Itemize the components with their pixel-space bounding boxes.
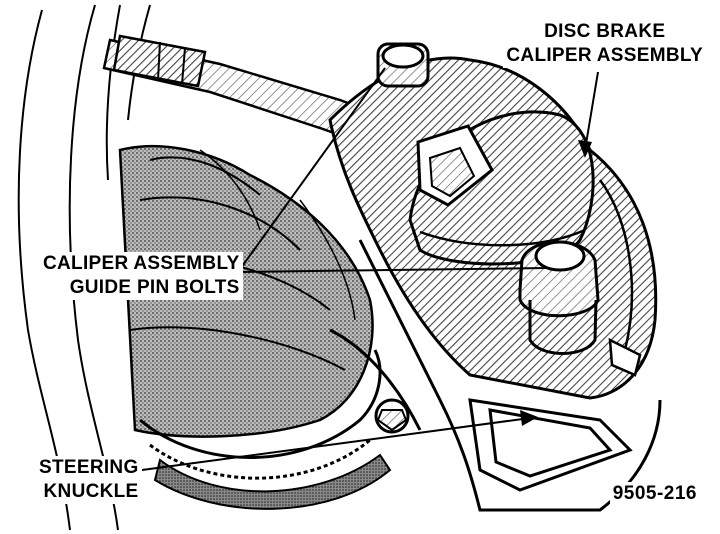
figure-number-text: 9505-216	[612, 483, 697, 504]
caliper-body	[328, 56, 658, 400]
hub-assembly	[139, 349, 410, 510]
disc-brake-caliper-label: DISC BRAKE CALIPER ASSEMBLY	[503, 20, 706, 68]
cv-boot	[118, 144, 374, 438]
arrowhead-knuckle	[520, 410, 538, 426]
lower-guide-pin-bolt	[518, 240, 600, 355]
guide-pin-bolts-label: CALIPER ASSEMBLY GUIDE PIN BOLTS	[40, 252, 243, 300]
knuckle-label-line1: STEERING	[39, 457, 139, 478]
disc-brake-label-line2: CALIPER ASSEMBLY	[506, 45, 703, 66]
steering-knuckle-shape	[329, 239, 662, 512]
steering-knuckle-label: STEERING KNUCKLE	[36, 456, 142, 504]
figure-number: 9505-216	[609, 482, 700, 506]
leader-lines	[141, 67, 599, 471]
arrowhead-caliper	[578, 140, 592, 158]
disc-brake-label-line1: DISC BRAKE	[544, 21, 666, 42]
guide-pin-label-line2: GUIDE PIN BOLTS	[69, 277, 240, 298]
guide-pin-label-line1: CALIPER ASSEMBLY	[43, 253, 240, 274]
knuckle-label-line2: KNUCKLE	[43, 481, 139, 502]
upper-guide-pin-bolt	[376, 42, 494, 207]
